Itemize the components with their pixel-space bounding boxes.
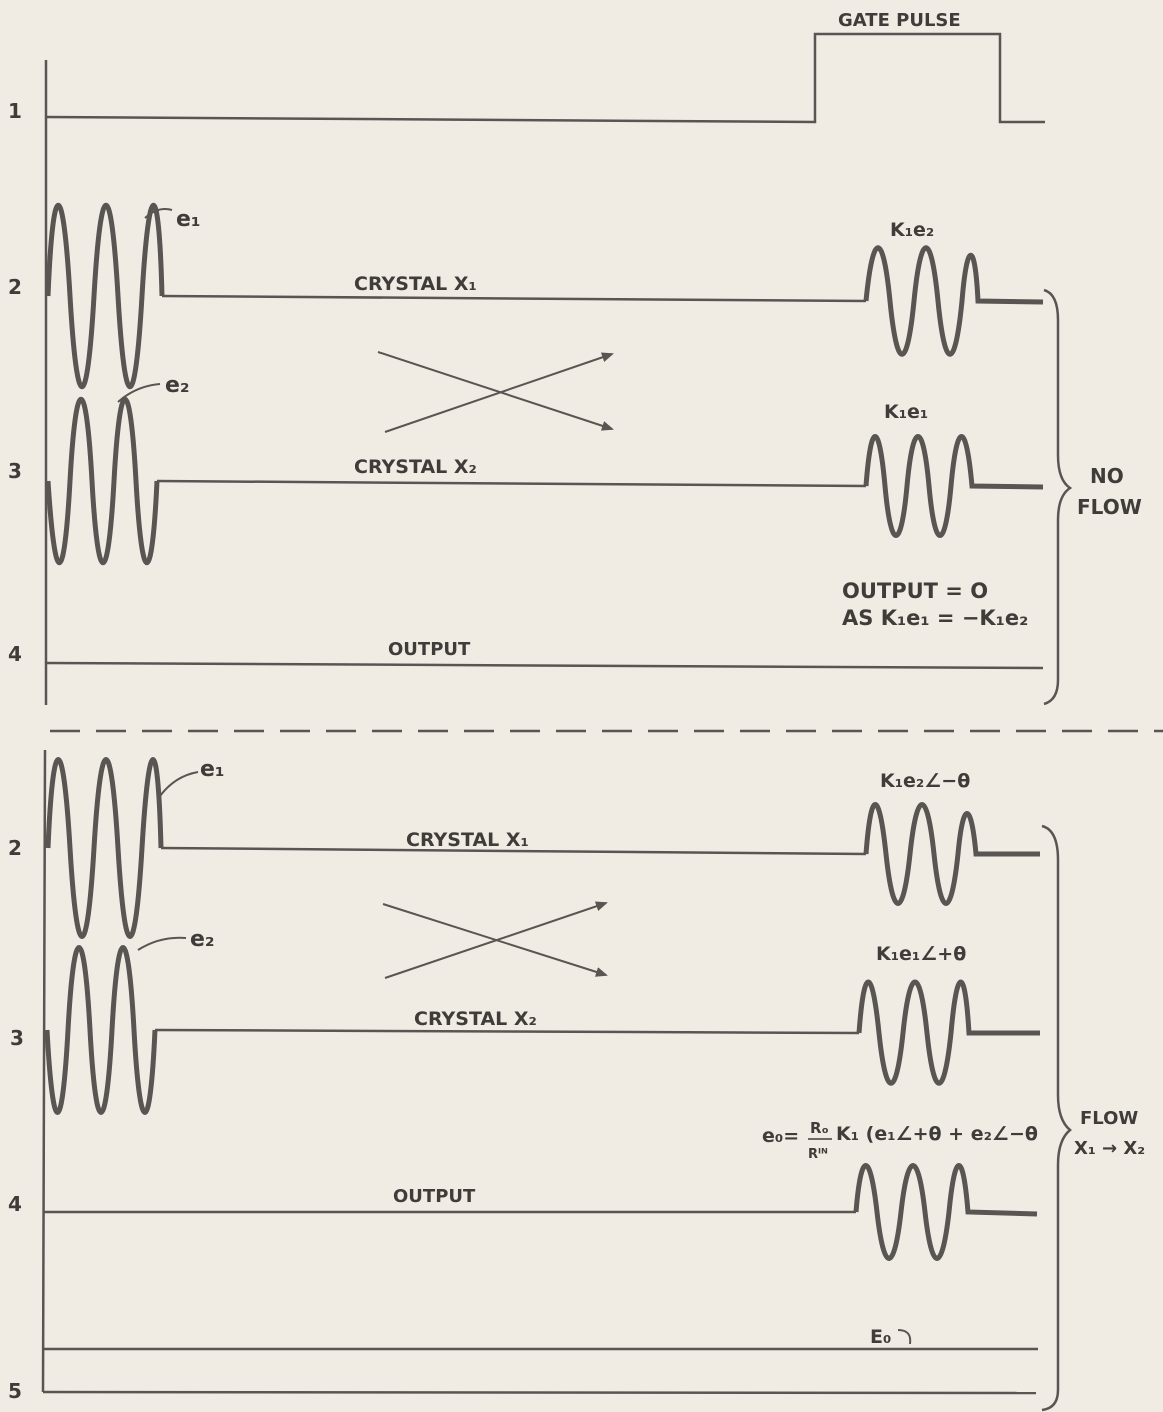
- bottom-k1e1-phase-label: K₁e₁∠+θ: [876, 943, 966, 965]
- bottom-k1e1-burst: [856, 979, 1040, 1086]
- top-output-label: OUTPUT: [388, 639, 471, 660]
- row-label-1: 1: [8, 99, 22, 123]
- bottom-row-label-4: 4: [8, 1192, 22, 1216]
- eq-rhs: K₁ (e₁∠+θ + e₂∠−θ: [836, 1123, 1038, 1145]
- e0-pointer: [897, 1329, 912, 1345]
- bottom-cross-arrow-down: [382, 903, 608, 977]
- top-crystal-x2-label: CRYSTAL X₂: [354, 456, 477, 478]
- top-e2-burst: [45, 396, 160, 566]
- top-crystal-x2-line: [156, 479, 867, 488]
- row-label-4: 4: [8, 642, 22, 666]
- top-k1e2-burst: [863, 245, 1044, 357]
- bottom-k1e2-phase-label: K₁e₂∠−θ: [880, 770, 970, 792]
- bottom-e2-label: e₂: [190, 927, 215, 952]
- no-flow-label-line2: FLOW: [1077, 495, 1142, 519]
- eq-lhs: e₀=: [762, 1125, 799, 1147]
- top-output-equation-line1: OUTPUT = O: [842, 579, 988, 603]
- top-e2-pointer: [117, 383, 161, 403]
- top-k1e1-burst: [863, 434, 1044, 538]
- bottom-e1-pointer: [159, 771, 199, 797]
- top-k1e1-label: K₁e₁: [884, 401, 928, 423]
- flow-brace: [1041, 824, 1072, 1412]
- top-crystal-x1-label: CRYSTAL X₁: [354, 273, 477, 295]
- bottom-output-burst: [853, 1163, 1038, 1261]
- bottom-row-label-5: 5: [8, 1379, 22, 1403]
- bottom-crystal-x1-label: CRYSTAL X₁: [406, 829, 529, 851]
- bottom-row-label-3: 3: [10, 1026, 24, 1050]
- bottom-e2-pointer: [137, 936, 187, 951]
- bottom-k1e2-burst: [863, 802, 1040, 906]
- e0-label: E₀: [870, 1326, 891, 1348]
- bottom-output-label: OUTPUT: [393, 1186, 476, 1207]
- row-label-2: 2: [8, 275, 22, 299]
- top-k1e2-label: K₁e₂: [890, 219, 934, 241]
- top-cross-arrow-up: [384, 352, 614, 433]
- flow-label-line2: X₁ → X₂: [1074, 1138, 1145, 1159]
- eq-denominator: Rᴵᴺ: [808, 1147, 828, 1162]
- no-flow-label-line1: NO: [1090, 464, 1124, 488]
- bottom-crystal-x2-label: CRYSTAL X₂: [414, 1008, 537, 1030]
- top-crystal-x1-line: [161, 294, 867, 303]
- bottom-e1-burst: [45, 757, 164, 939]
- top-e2-label: e₂: [165, 373, 190, 398]
- bottom-vertical-axis: [41, 749, 47, 1393]
- flow-label-line1: FLOW: [1080, 1108, 1138, 1129]
- bottom-row-label-2: 2: [8, 836, 22, 860]
- bottom-e2-burst: [44, 945, 158, 1115]
- top-cross-arrow-down: [377, 351, 614, 431]
- top-output-line: [45, 661, 1044, 670]
- row-label-3: 3: [8, 459, 22, 483]
- bottom-crystal-x1-line: [160, 846, 867, 856]
- no-flow-brace: [1043, 288, 1073, 706]
- eq-numerator: Rₒ: [810, 1119, 829, 1137]
- bottom-e1-label: e₁: [200, 757, 225, 782]
- top-e1-burst: [45, 202, 165, 390]
- top-e1-pointer: [144, 208, 173, 219]
- bottom-crystal-x2-line: [154, 1028, 860, 1035]
- gate-pulse-label: GATE PULSE: [838, 10, 961, 31]
- row5-baseline: [42, 1390, 1037, 1395]
- gate-pulse-trace: [45, 32, 1045, 124]
- top-e1-label: e₁: [176, 207, 201, 232]
- top-output-equation-line2: AS K₁e₁ = −K₁e₂: [842, 606, 1028, 630]
